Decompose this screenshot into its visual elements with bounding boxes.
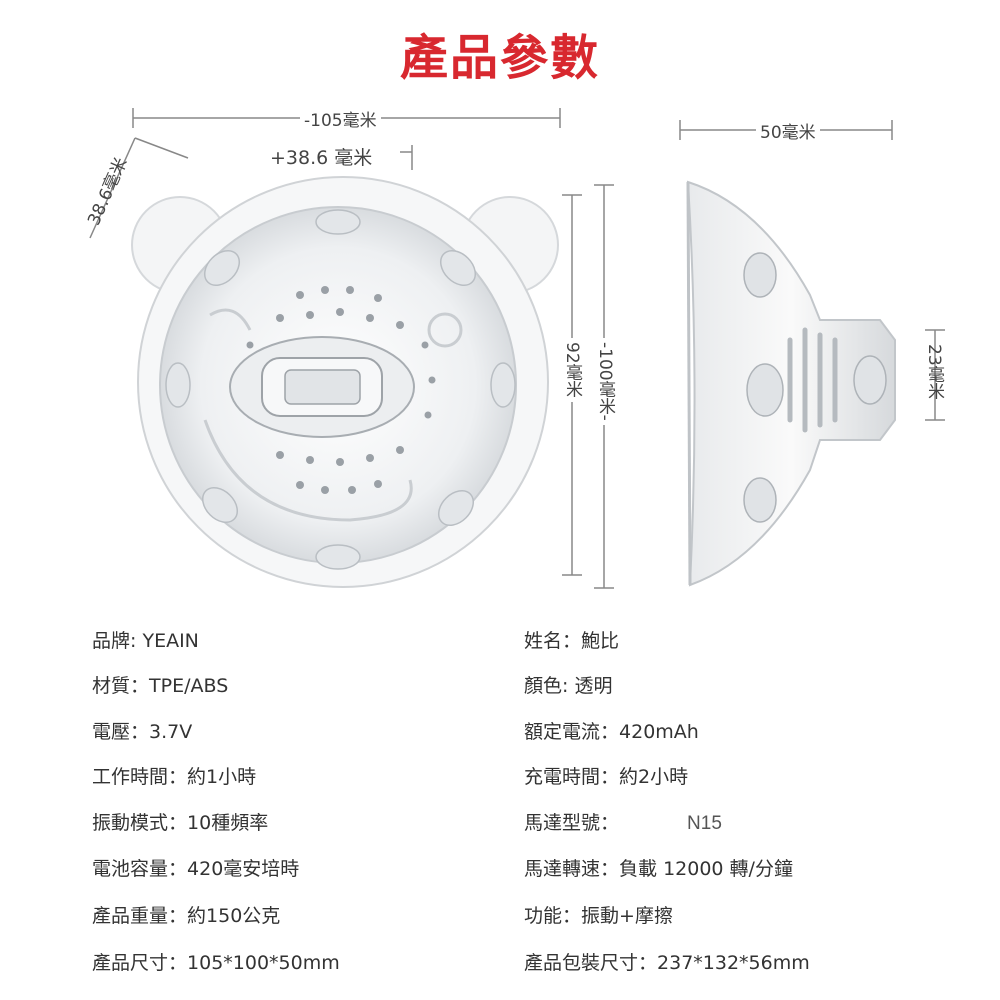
dimension-height-outer-label: -100毫米- [593,338,618,425]
spec-value: 3.7V [149,721,193,743]
spec-row: 振動模式：10種頻率 [92,808,268,835]
spec-separator: : [130,630,143,652]
spec-label: 馬達轉速 [524,858,601,880]
spec-separator: ： [600,812,620,834]
dimension-depth-label: 50毫米 [756,118,820,143]
spec-row: 品牌: YEAIN [92,626,199,653]
spec-value: 振動+摩擦 [581,905,673,927]
spec-label: 電壓 [92,721,131,743]
spec-value: 鮑比 [581,630,620,652]
spec-label: 振動模式 [92,812,169,834]
spec-separator: ： [600,766,620,788]
spec-label: 功能 [524,905,563,927]
spec-value: TPE/ABS [149,675,229,697]
spec-row: 產品重量：約150公克 [92,901,280,928]
spec-row: 產品包裝尺寸：237*132*56mm [524,948,810,975]
spec-separator: ： [130,675,150,697]
spec-value: 105*100*50mm [187,952,340,974]
spec-label: 顏色 [524,675,563,697]
spec-value: N15 [687,813,722,834]
spec-value: 420毫安培時 [187,858,300,880]
spec-separator: ： [638,952,658,974]
spec-row: 姓名：鮑比 [524,626,619,653]
spec-separator: ： [600,858,620,880]
spec-value: 237*132*56mm [657,952,810,974]
spec-row: 馬達型號： N15 [524,808,722,835]
spec-row: 產品尺寸：105*100*50mm [92,948,340,975]
spec-row: 額定電流：420mAh [524,717,699,744]
spec-separator: ： [562,630,582,652]
spec-value: 約1小時 [187,766,257,788]
dimension-width-sub-label: +38.6 毫米 [266,143,377,170]
spec-row: 電池容量：420毫安培時 [92,854,299,881]
spec-separator: ： [168,952,188,974]
product-side-view [686,180,896,587]
spec-value: 10種頻率 [187,812,269,834]
spec-separator: ： [130,721,150,743]
spec-row: 功能：振動+摩擦 [524,901,673,928]
spec-separator: ： [600,721,620,743]
spec-label: 姓名 [524,630,563,652]
dimension-height-inner-label: 92毫米 [560,338,585,402]
spec-row: 顏色: 透明 [524,671,612,698]
spec-label: 電池容量 [92,858,169,880]
spec-label: 材質 [92,675,131,697]
product-front-view [131,176,559,588]
spec-separator: : [562,675,575,697]
spec-row: 電壓：3.7V [92,717,192,744]
spec-value: 420mAh [619,721,699,743]
spec-label: 產品重量 [92,905,169,927]
dimension-thickness-label: 23毫米 [924,344,944,400]
spec-separator: ： [168,812,188,834]
spec-separator: ： [168,766,188,788]
spec-separator: ： [168,858,188,880]
spec-value: 約2小時 [619,766,689,788]
spec-row: 馬達轉速：負載 12000 轉/分鐘 [524,854,793,881]
spec-label: 充電時間 [524,766,601,788]
spec-label: 品牌 [92,630,131,652]
spec-label: 產品尺寸 [92,952,169,974]
spec-row: 材質：TPE/ABS [92,671,228,698]
spec-label: 馬達型號 [524,812,601,834]
spec-label: 額定電流 [524,721,601,743]
spec-value: 約150公克 [187,905,281,927]
spec-row: 工作時間：約1小時 [92,762,256,789]
page-title: 產品參數 [399,30,600,86]
spec-label: 產品包裝尺寸 [524,952,639,974]
spec-row: 充電時間：約2小時 [524,762,688,789]
spec-value: 負載 12000 轉/分鐘 [619,858,793,880]
spec-separator: ： [168,905,188,927]
spec-separator: ： [562,905,582,927]
spec-value: YEAIN [142,630,199,652]
dimension-width-label: -105毫米 [300,106,381,131]
spec-value: 透明 [574,675,613,697]
spec-label: 工作時間 [92,766,169,788]
